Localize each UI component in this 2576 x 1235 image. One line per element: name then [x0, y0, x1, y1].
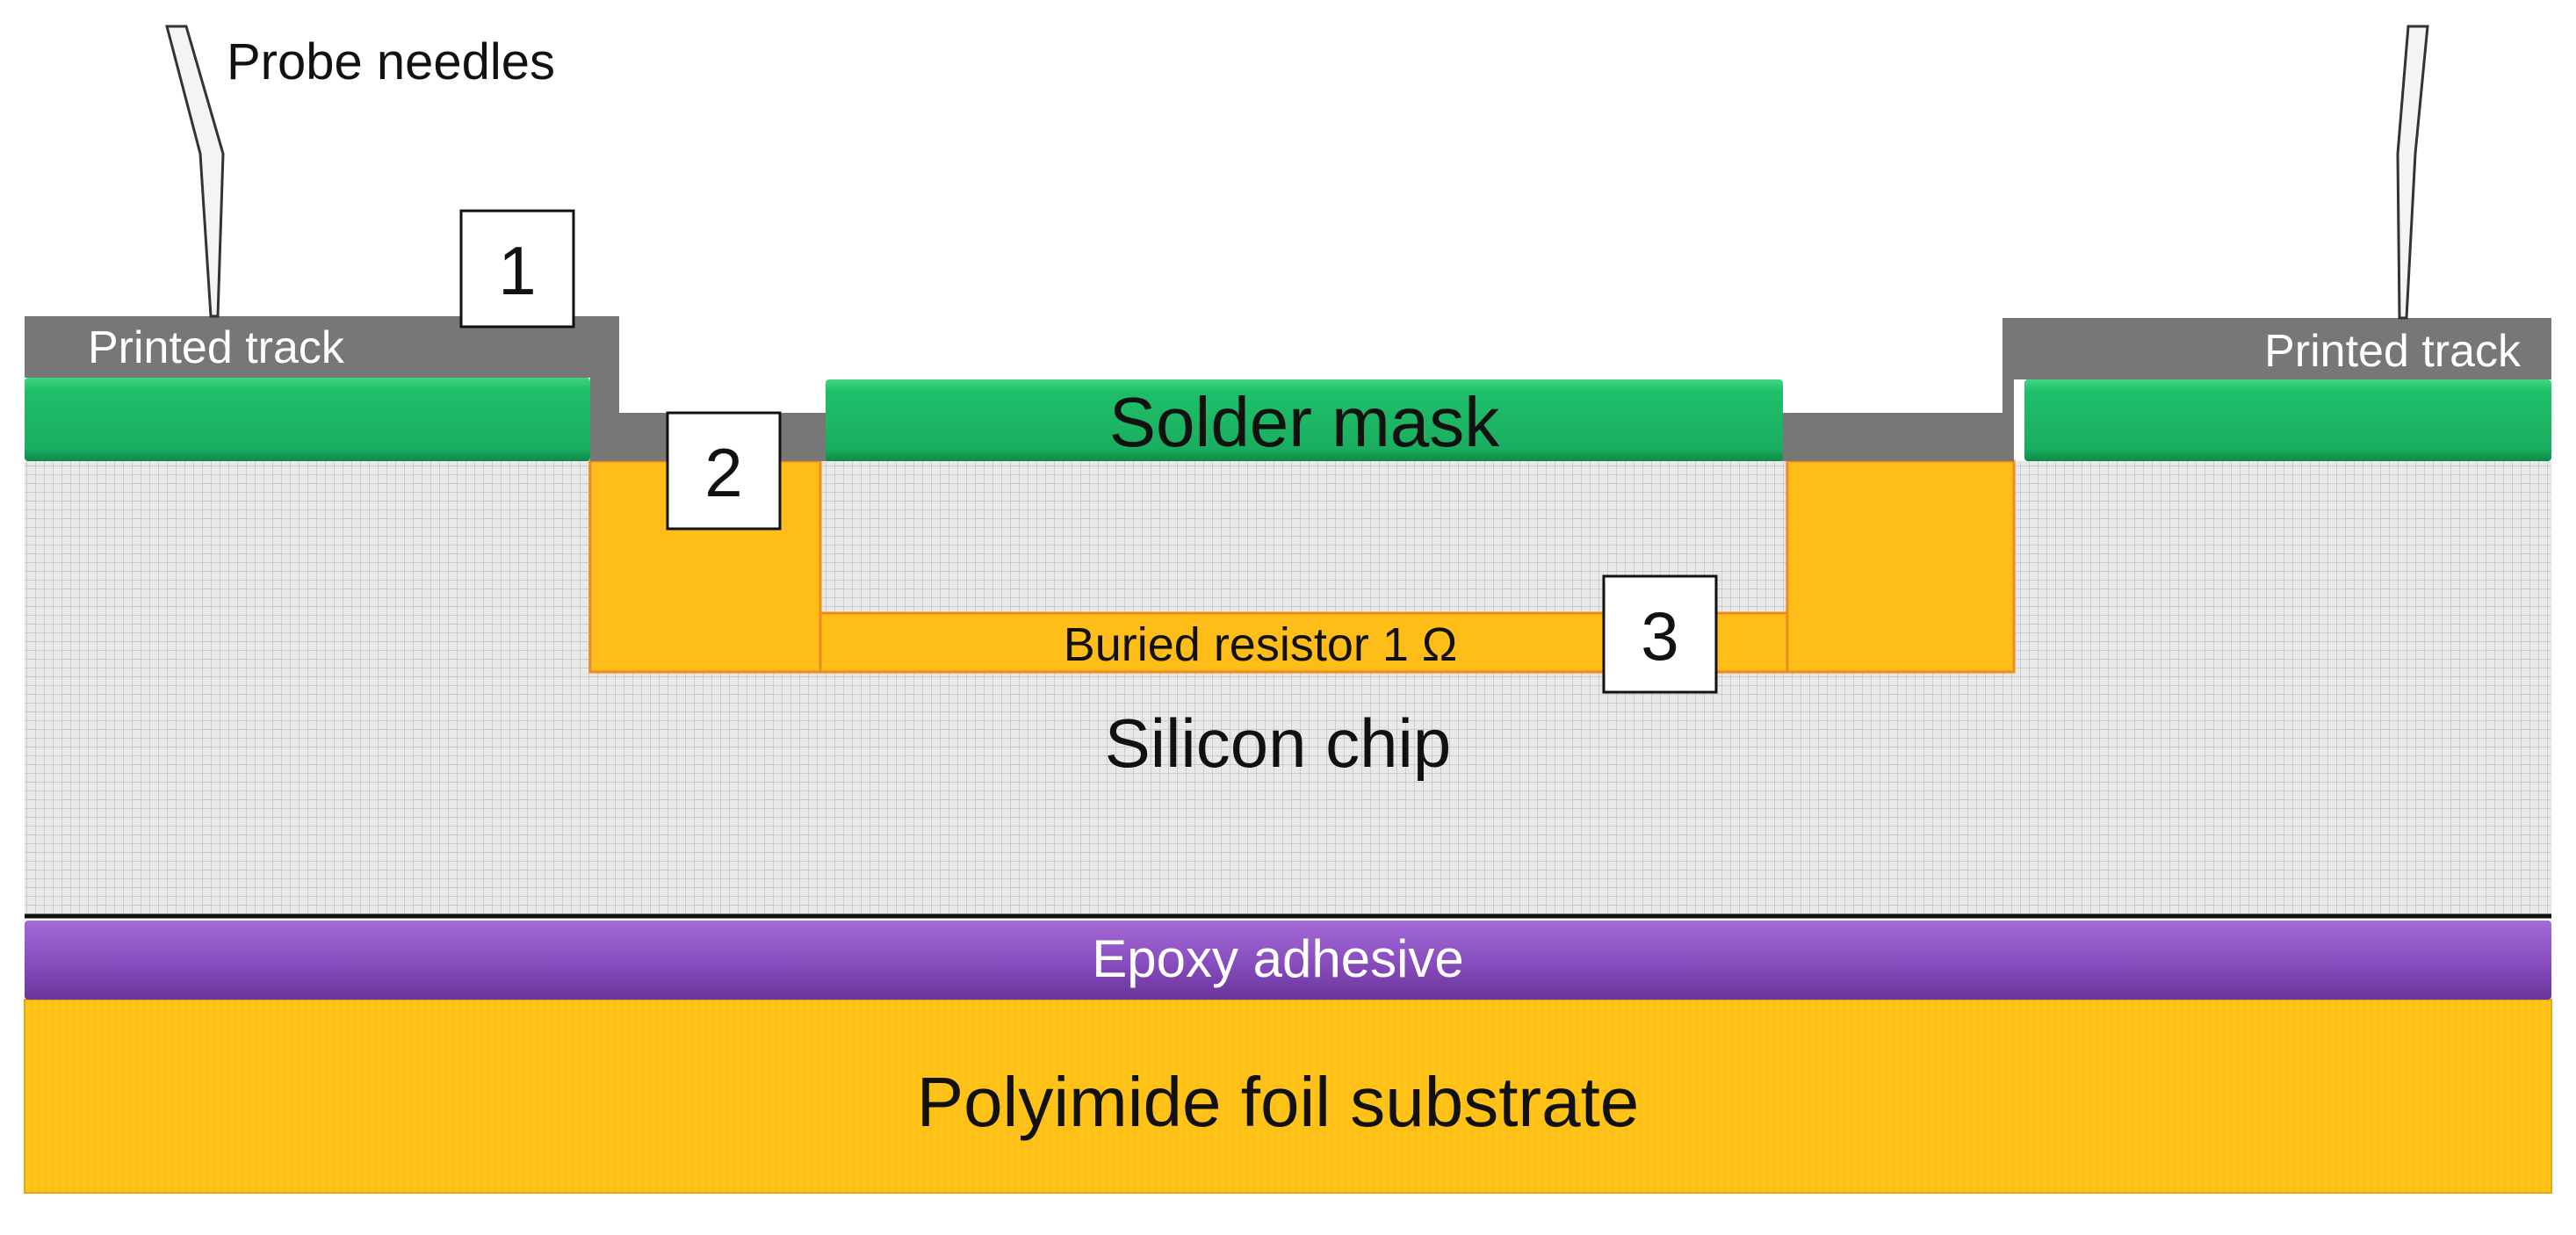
solder-mask-right	[2024, 379, 2551, 461]
right-contact-pad	[1786, 459, 2016, 674]
solder-mask-left	[25, 378, 590, 461]
probe-needle-right	[2396, 25, 2429, 320]
probe-needles-label: Probe needles	[227, 33, 555, 90]
probe-needle-left	[165, 25, 225, 318]
marker-2-label: 2	[704, 434, 742, 511]
buried-resistor-label: Buried resistor 1 Ω	[1064, 618, 1458, 671]
marker-3-label: 3	[1641, 597, 1678, 675]
epoxy-adhesive-layer	[25, 921, 2551, 1000]
polyimide-substrate-label: Polyimide foil substrate	[917, 1063, 1640, 1141]
marker-2: 2	[666, 411, 782, 531]
silicon-chip-layer	[25, 461, 2551, 919]
marker-3: 3	[1602, 574, 1718, 694]
solder-mask-center	[826, 379, 1783, 461]
polyimide-substrate-layer	[24, 999, 2552, 1194]
solder-mask-label: Solder mask	[1109, 383, 1501, 461]
marker-1: 1	[459, 209, 575, 329]
printed-track-right-label: Printed track	[2264, 326, 2522, 377]
epoxy-adhesive-label: Epoxy adhesive	[1092, 929, 1464, 988]
marker-1-label: 1	[498, 232, 536, 309]
silicon-chip-label: Silicon chip	[1105, 704, 1452, 782]
printed-track-left-label: Printed track	[88, 322, 345, 373]
